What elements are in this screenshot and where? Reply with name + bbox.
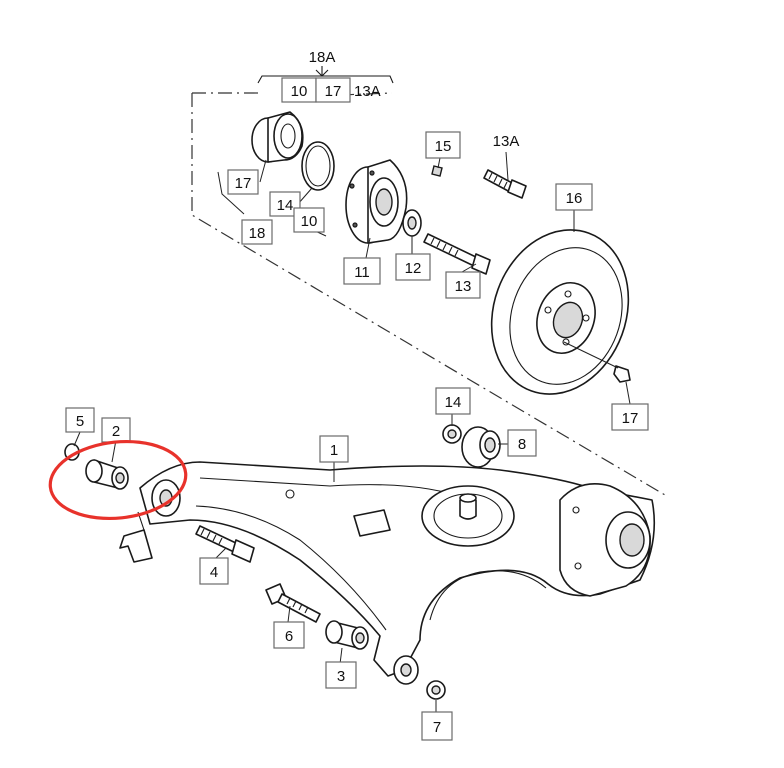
callout-14-nut: 14 (435, 387, 471, 415)
svg-text:10: 10 (301, 213, 318, 230)
mount-bush-part (461, 426, 501, 468)
callout-4-bolt: 4 (199, 557, 229, 585)
svg-text:16: 16 (566, 190, 583, 207)
trailing-arm-part (119, 461, 656, 685)
callout-1-arm: 1 (319, 435, 349, 463)
dust-cap-part (431, 165, 443, 177)
svg-text:17: 17 (622, 410, 639, 427)
callout-15-cap: 15 (425, 131, 461, 159)
brake-disc-part (490, 229, 630, 395)
callout-14-circlip: 14 (269, 191, 301, 217)
kit-label-13a: 13A (354, 83, 381, 100)
svg-text:7: 7 (433, 719, 441, 736)
wheel-bearing-part (251, 111, 304, 163)
bracket-bolt-part (195, 525, 255, 563)
collar-nut-part (442, 424, 462, 444)
callout-11-hub: 11 (343, 257, 381, 285)
kit-label-17: 17 (325, 83, 342, 100)
svg-text:13: 13 (455, 278, 472, 295)
callout-5-nut: 5 (65, 407, 95, 433)
kit-label-10: 10 (291, 83, 308, 100)
rear-nut-part (426, 680, 446, 700)
svg-text:11: 11 (354, 264, 370, 281)
disc-screw-part (613, 365, 631, 383)
svg-text:5: 5 (76, 413, 84, 430)
svg-text:15: 15 (435, 138, 452, 155)
spacer-ring-part (402, 209, 422, 237)
group-bracket-18a: 18A (257, 49, 394, 84)
svg-text:4: 4 (210, 564, 218, 581)
callout-3-bush: 3 (325, 661, 357, 689)
svg-text:14: 14 (277, 197, 294, 214)
hub-bolt-part (483, 169, 527, 199)
callout-7-nut: 7 (421, 711, 453, 741)
svg-text:1: 1 (330, 442, 338, 459)
wheel-hub-part (345, 159, 408, 244)
svg-text:6: 6 (285, 628, 293, 645)
svg-text:14: 14 (445, 394, 462, 411)
callout-12-spacer: 12 (395, 253, 431, 281)
svg-text:17: 17 (235, 175, 252, 192)
svg-text:8: 8 (518, 436, 526, 453)
callout-18-set: 18 (241, 219, 273, 245)
svg-text:3: 3 (337, 668, 345, 685)
front-bush-part (85, 459, 129, 490)
callout-2-bush: 2 (101, 417, 131, 443)
callout-16-disc: 16 (555, 183, 593, 211)
pivot-bolt-part (265, 583, 321, 623)
rear-bush-part (325, 620, 369, 650)
svg-text:12: 12 (405, 260, 422, 277)
callout-13-bolt: 13 (445, 271, 481, 299)
kit-callouts: 10 17 13A (281, 77, 381, 103)
callout-17-screw: 17 (611, 403, 649, 431)
svg-text:2: 2 (112, 423, 120, 440)
callout-6-bolt: 6 (273, 621, 305, 649)
part-callouts: 17 14 10 18 11 12 13 15 16 17 14 8 5 2 1… (65, 131, 649, 741)
callout-10-kit: 10 (293, 207, 325, 233)
group-label-18a: 18A (309, 49, 336, 66)
svg-text:18: 18 (249, 225, 266, 242)
highlight-circle (48, 439, 188, 521)
axle-bolt-part (423, 233, 491, 275)
circlip-part (301, 141, 335, 191)
callout-8-bush: 8 (507, 429, 537, 457)
callout-13a-bolt: 13A (493, 133, 520, 150)
callout-17-bearing: 17 (227, 169, 259, 195)
